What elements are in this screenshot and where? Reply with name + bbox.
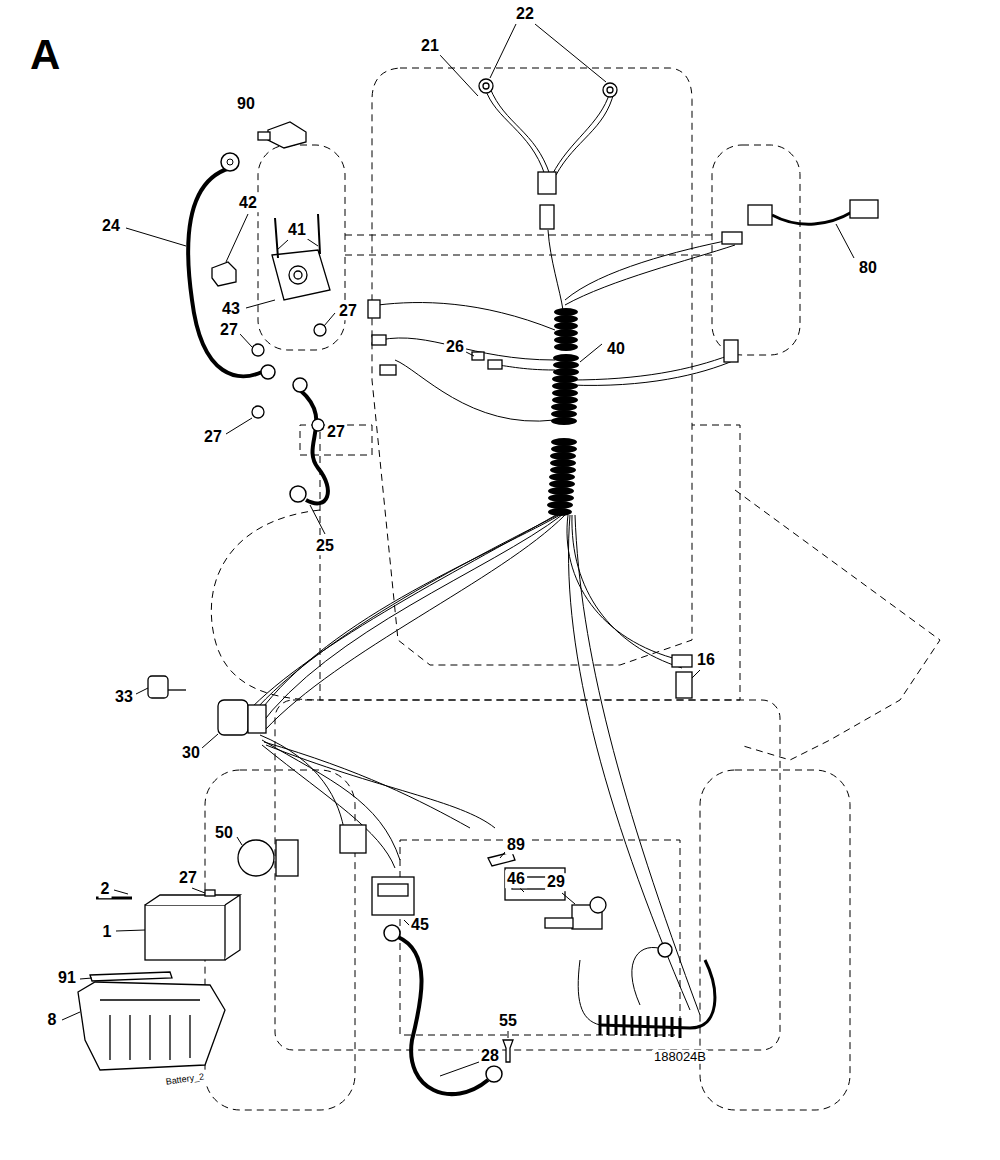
- callout-number: 22: [514, 5, 536, 23]
- callout-number: 16: [695, 651, 717, 669]
- callout-number: 27: [337, 302, 359, 320]
- callout-number: 41: [286, 221, 308, 239]
- wire-harness: [547, 308, 579, 516]
- callout-number: 27: [218, 321, 240, 339]
- callout-number: 55: [497, 1012, 519, 1030]
- callout-number: 90: [235, 95, 257, 113]
- callout-number: 89: [505, 836, 527, 854]
- coil-cord: [578, 960, 715, 1038]
- callout-number: 50: [213, 824, 235, 842]
- callout-number: 33: [113, 688, 135, 706]
- callout-number: 29: [545, 873, 567, 891]
- callout-number: 45: [409, 916, 431, 934]
- callout-number: 46: [505, 870, 527, 888]
- leader-lines: [62, 24, 854, 1076]
- heavy-cables: [188, 153, 852, 1094]
- figure-letter: A: [30, 34, 60, 76]
- thin-wires: [240, 88, 735, 1015]
- callout-number: 1: [101, 923, 114, 941]
- callout-number: 24: [100, 217, 122, 235]
- callout-number: 42: [237, 194, 259, 212]
- callout-number: 8: [46, 1011, 59, 1029]
- drawing-number: 188024B: [652, 1050, 708, 1064]
- callout-number: 28: [479, 1047, 501, 1065]
- callout-number: 21: [419, 37, 441, 55]
- components: [78, 79, 878, 1070]
- callout-number: 27: [325, 423, 347, 441]
- callout-number: 43: [220, 300, 242, 318]
- callout-number: 91: [56, 969, 78, 987]
- callout-number: 30: [180, 744, 202, 762]
- callout-number: 40: [605, 340, 627, 358]
- callout-number: 27: [177, 869, 199, 887]
- callout-number: 2: [99, 880, 112, 898]
- callout-number: 80: [857, 259, 879, 277]
- tractor-outline: [205, 68, 940, 1110]
- callout-number: 26: [444, 338, 466, 356]
- stamp-text: Battery_2: [163, 1072, 206, 1088]
- callout-number: 25: [314, 537, 336, 555]
- callout-number: 27: [202, 428, 224, 446]
